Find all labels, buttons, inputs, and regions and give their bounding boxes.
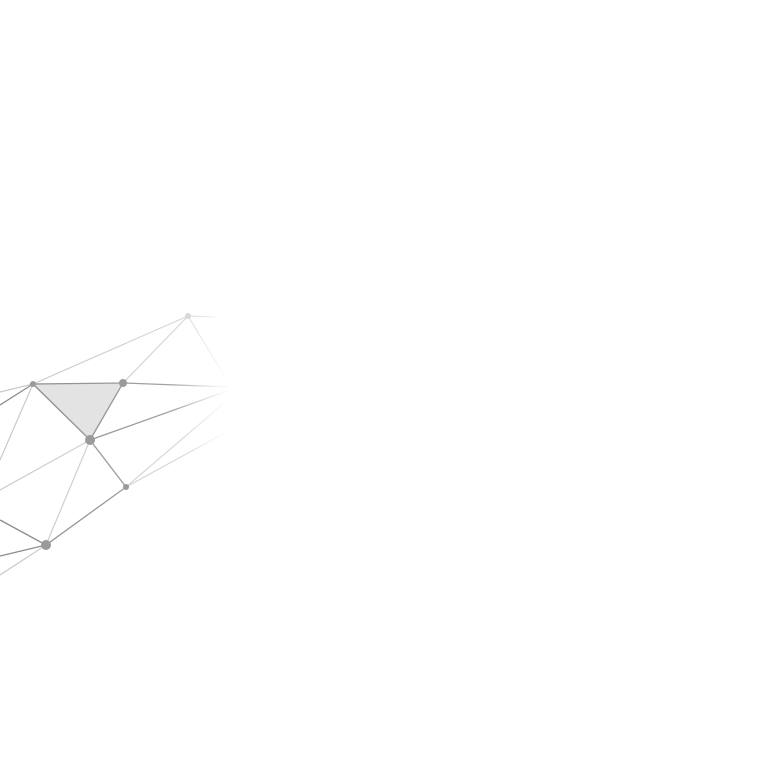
mesh-node	[85, 435, 95, 445]
mesh-node	[30, 381, 36, 387]
mesh-node	[123, 484, 129, 490]
mesh-node	[185, 313, 191, 319]
mesh-shaded-triangle	[33, 383, 123, 440]
mesh-nodes	[30, 313, 191, 550]
mesh-node	[119, 379, 127, 387]
mesh-dark-edges	[0, 382, 231, 557]
mesh-light-edges	[0, 315, 231, 576]
mesh-node	[41, 540, 51, 550]
